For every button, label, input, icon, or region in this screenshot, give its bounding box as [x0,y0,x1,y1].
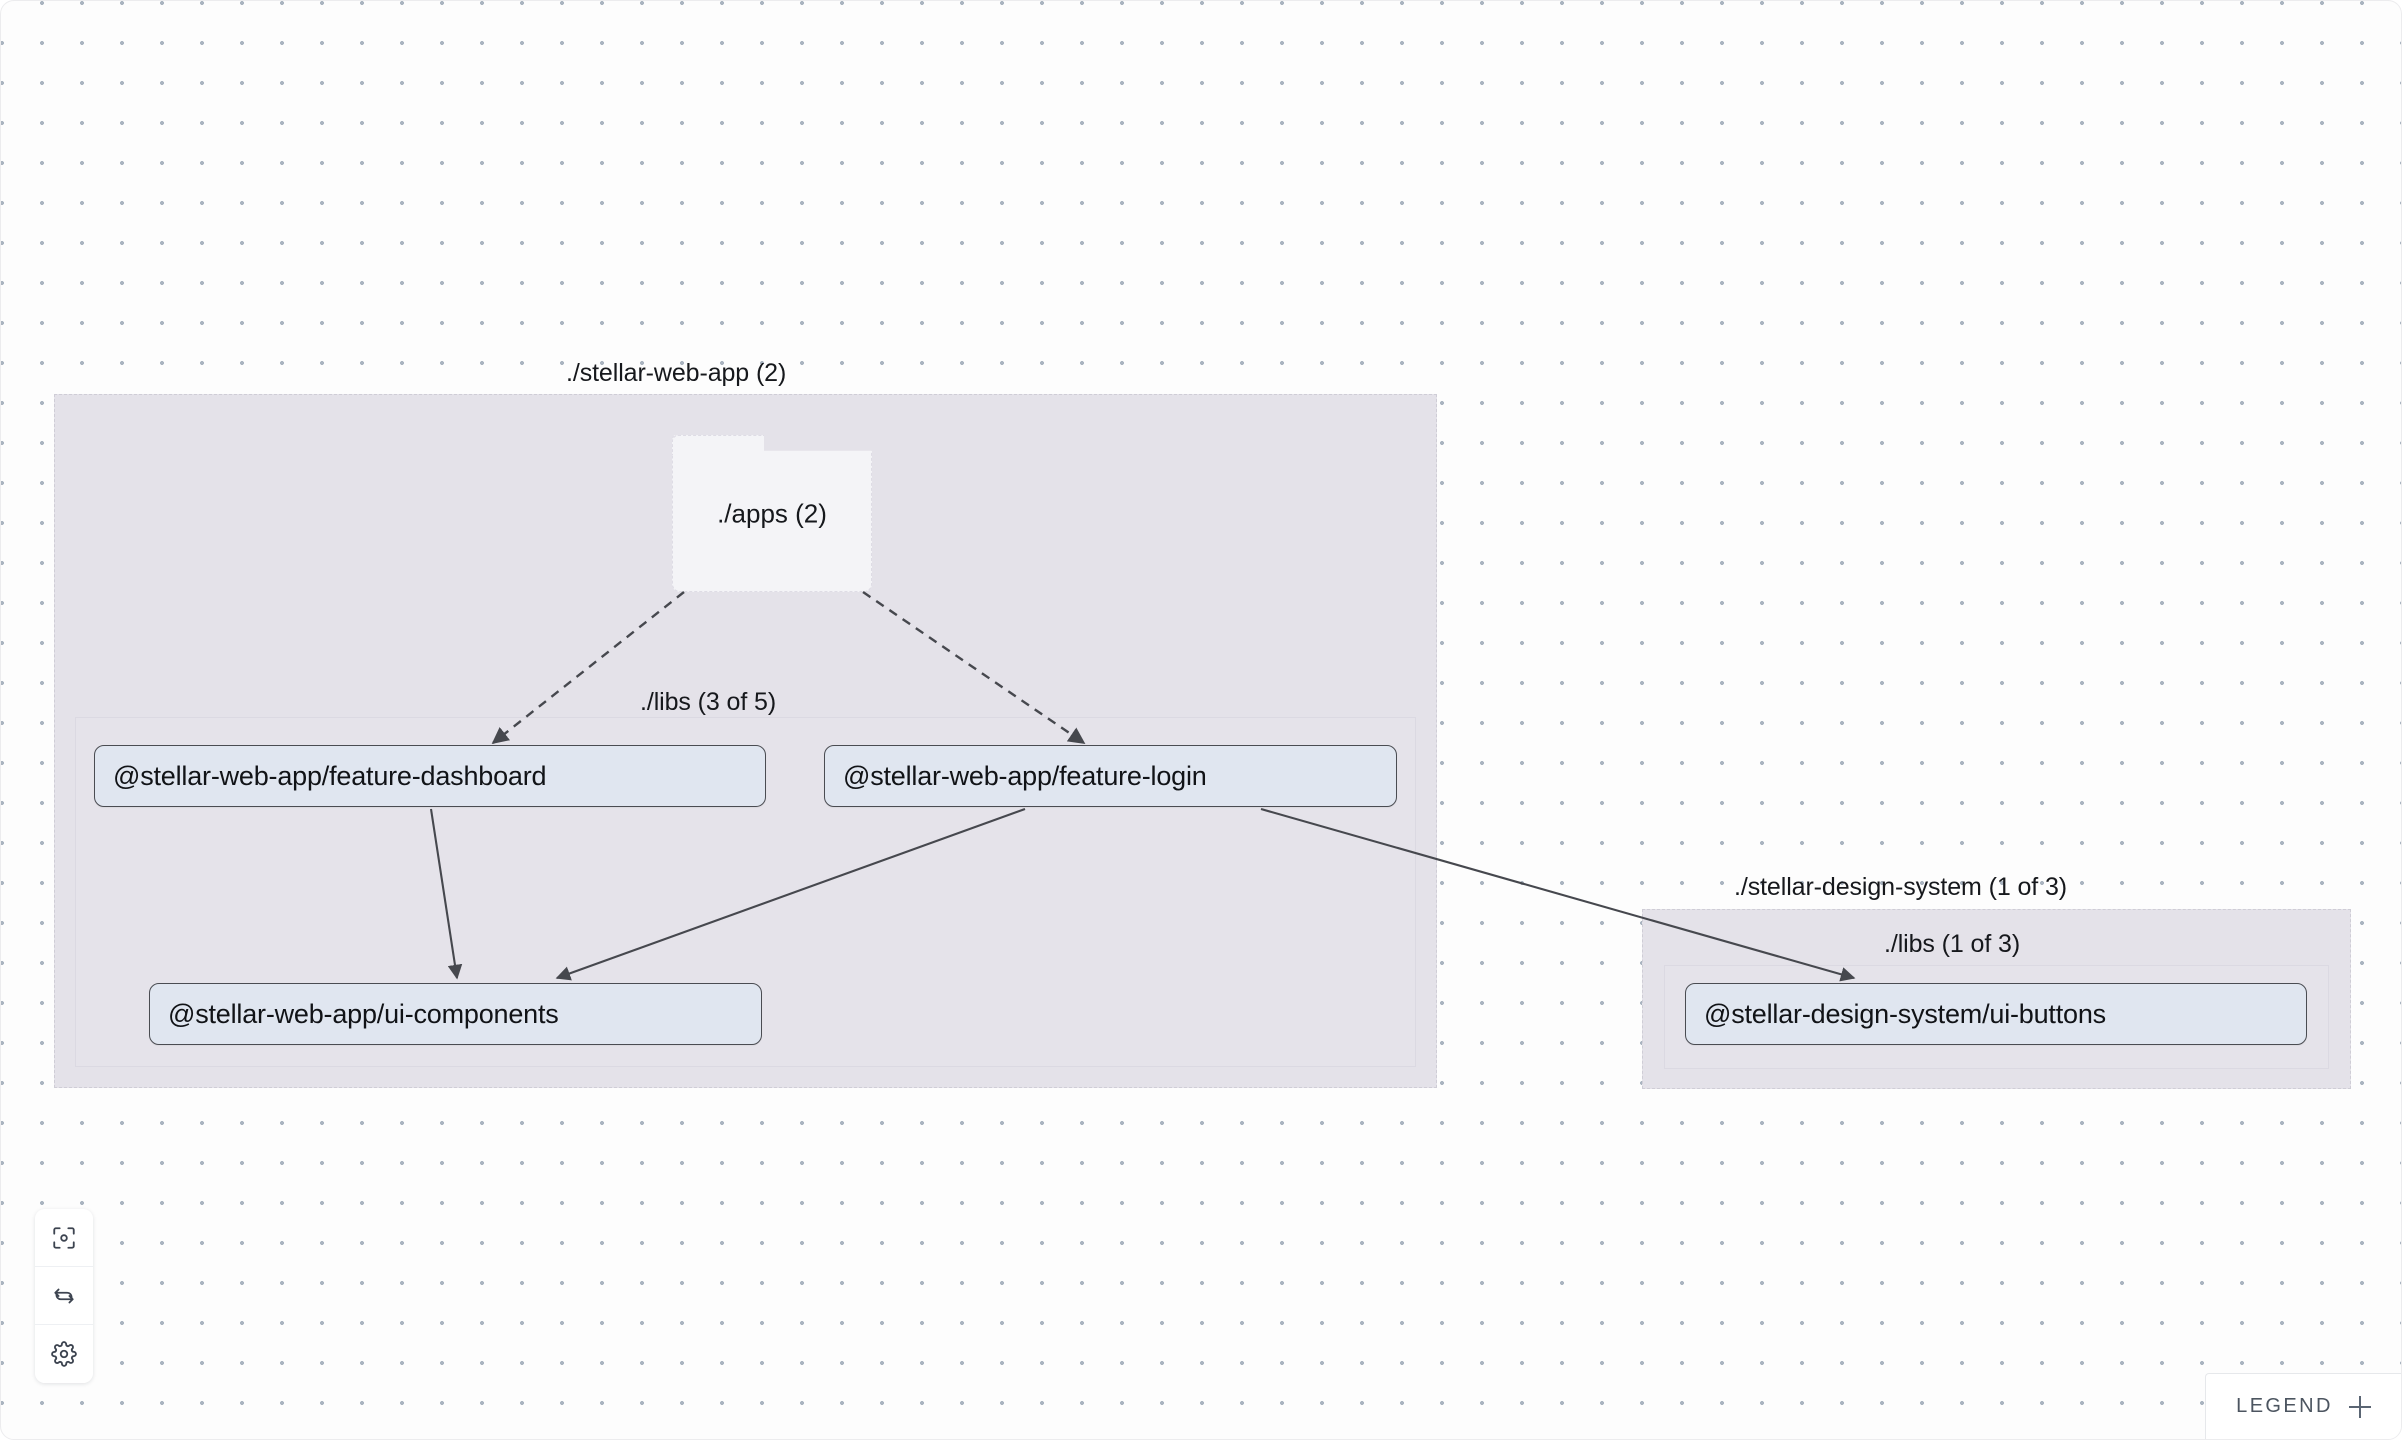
refresh-graph-button[interactable] [35,1267,93,1325]
project-node-feature-dashboard[interactable]: @stellar-web-app/feature-dashboard [94,745,766,807]
project-node-label: @stellar-web-app/ui-components [168,998,559,1029]
plus-icon [2348,1395,2371,1418]
folder-node-label: ./apps (2) [717,498,827,528]
folder-node-apps[interactable]: ./apps (2) [672,435,872,592]
focus-icon [51,1225,77,1251]
project-node-feature-login[interactable]: @stellar-web-app/feature-login [824,745,1397,807]
subgroup-label-web-app-libs: ./libs (3 of 5) [640,688,777,716]
graph-controls-toolbar [35,1209,93,1383]
project-node-label: @stellar-web-app/feature-login [843,760,1207,791]
refresh-icon [51,1283,77,1309]
project-node-ui-buttons[interactable]: @stellar-design-system/ui-buttons [1685,983,2307,1045]
folder-tab-icon [672,435,764,456]
project-node-label: @stellar-web-app/feature-dashboard [113,760,547,791]
subgroup-label-design-system-libs: ./libs (1 of 3) [1884,930,2021,958]
graph-settings-button[interactable] [35,1325,93,1383]
legend-label: LEGEND [2236,1395,2333,1417]
project-node-label: @stellar-design-system/ui-buttons [1704,998,2106,1029]
focus-graph-button[interactable] [35,1209,93,1267]
legend-toggle-button[interactable]: LEGEND [2205,1373,2401,1439]
gear-icon [51,1341,77,1367]
group-label-stellar-web-app: ./stellar-web-app (2) [566,359,787,387]
group-label-stellar-design-system: ./stellar-design-system (1 of 3) [1734,873,2068,901]
folder-icon [672,435,872,592]
project-node-ui-components[interactable]: @stellar-web-app/ui-components [149,983,762,1045]
